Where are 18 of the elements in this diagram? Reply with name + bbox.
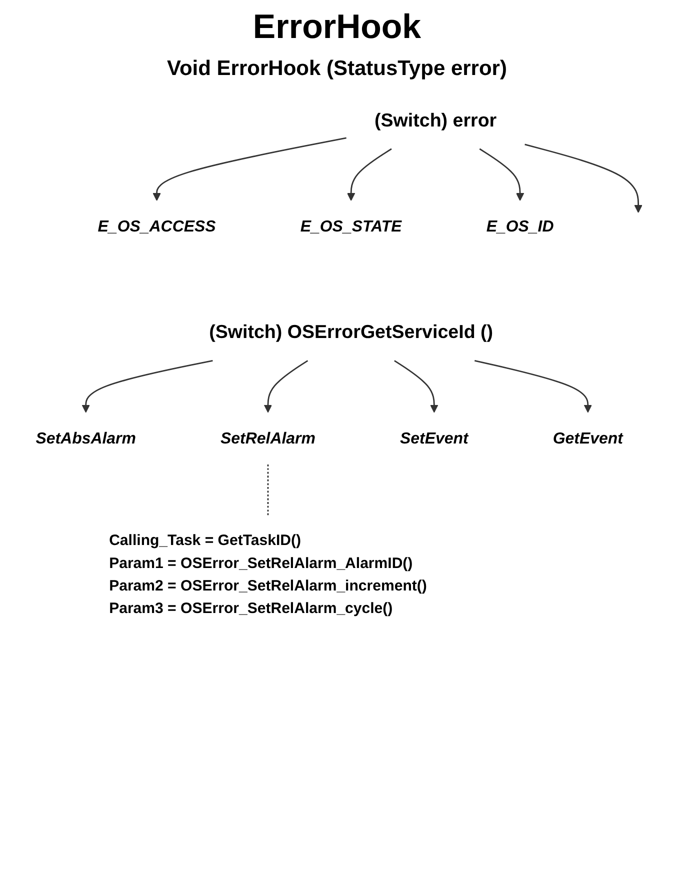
arrow bbox=[82, 360, 213, 413]
arrow bbox=[479, 148, 524, 201]
arrow bbox=[346, 148, 392, 201]
case-label: E_OS_ID bbox=[486, 217, 554, 236]
arrow bbox=[394, 360, 438, 413]
arrow bbox=[264, 360, 308, 413]
case-label: SetAbsAlarm bbox=[36, 429, 136, 448]
arrow bbox=[474, 360, 592, 413]
case-label: SetRelAlarm bbox=[220, 429, 316, 448]
switch-label: (Switch) OSErrorGetServiceId () bbox=[209, 322, 494, 343]
function-signature: Void ErrorHook (StatusType error) bbox=[167, 57, 507, 81]
arrow bbox=[152, 137, 346, 201]
switch-label: (Switch) error bbox=[374, 110, 497, 132]
title: ErrorHook bbox=[252, 8, 422, 47]
code-text: Calling_Task = GetTaskID() Param1 = OSError_SetRelAlarm_AlarmID() Param2 = OSError_SetRelAlarm_increment() Param3 = OSError_SetRelAlarm_cycle() bbox=[109, 533, 427, 617]
arrow bbox=[524, 144, 642, 213]
case-label: E_OS_ACCESS bbox=[98, 217, 216, 236]
dotted-line bbox=[267, 464, 269, 516]
